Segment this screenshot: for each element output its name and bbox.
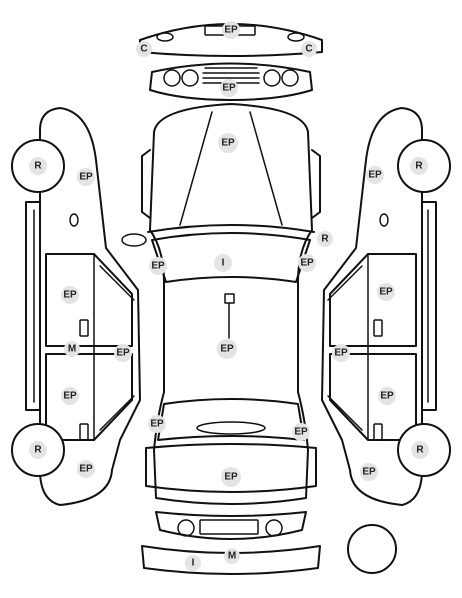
marker-left-rear-wheel-r[interactable]: R [29,441,47,459]
svg-text:EP: EP [362,467,376,478]
svg-text:EP: EP [224,25,238,36]
svg-text:EP: EP [379,287,393,298]
svg-text:EP: EP [294,427,308,438]
svg-text:R: R [34,445,42,456]
marker-left-c-pillar-ep[interactable]: EP [148,415,166,433]
svg-text:R: R [416,445,424,456]
marker-front-bumper-right-c[interactable]: C [301,41,317,57]
marker-left-rear-fender-ep[interactable]: EP [77,460,95,478]
marker-left-front-fender-ep[interactable]: EP [77,168,95,186]
svg-text:C: C [305,44,312,55]
marker-right-rear-wheel-r[interactable]: R [411,441,429,459]
svg-text:EP: EP [79,172,93,183]
svg-text:EP: EP [300,258,314,269]
marker-front-bumper-left-c[interactable]: C [136,41,152,57]
svg-text:EP: EP [116,348,130,359]
spare-tire [347,524,397,574]
svg-text:I: I [192,558,195,569]
marker-left-mirror-m[interactable]: M [64,341,80,357]
car-body-outline [121,103,321,505]
marker-left-front-door-ep[interactable]: EP [61,286,79,304]
marker-front-grille-ep[interactable]: EP [220,79,238,97]
svg-text:R: R [34,161,42,172]
svg-text:EP: EP [151,261,165,272]
marker-rear-bumper-m[interactable]: M [224,548,240,564]
svg-text:EP: EP [368,170,382,181]
svg-text:EP: EP [63,290,77,301]
svg-text:EP: EP [334,348,348,359]
marker-hood-ep[interactable]: EP [218,133,238,153]
marker-windshield-i[interactable]: I [214,254,232,272]
marker-rear-bumper-i[interactable]: I [185,555,201,571]
svg-text:I: I [222,258,225,269]
svg-text:EP: EP [222,83,236,94]
svg-text:M: M [68,344,76,355]
marker-right-front-door-ep[interactable]: EP [377,283,395,301]
svg-text:EP: EP [63,391,77,402]
right-side-view [321,107,451,506]
marker-right-b-pillar-ep[interactable]: EP [332,344,350,362]
marker-right-a-pillar-ep[interactable]: EP [298,254,316,272]
svg-text:EP: EP [220,344,234,355]
svg-text:C: C [140,44,147,55]
svg-text:M: M [228,551,236,562]
svg-text:EP: EP [150,419,164,430]
svg-text:EP: EP [79,464,93,475]
marker-left-rear-door-ep[interactable]: EP [61,387,79,405]
marker-right-front-wheel-r[interactable]: R [410,157,428,175]
front-grille [149,62,313,101]
svg-text:R: R [415,161,423,172]
marker-left-front-wheel-r[interactable]: R [29,157,47,175]
marker-front-bumper-ep[interactable]: EP [222,21,240,39]
marker-right-c-pillar-ep[interactable]: EP [292,423,310,441]
marker-roof-ep[interactable]: EP [217,339,237,359]
svg-text:R: R [321,234,329,245]
marker-right-rear-door-ep[interactable]: EP [378,387,396,405]
svg-text:EP: EP [221,138,235,149]
marker-right-mirror-r[interactable]: R [317,231,333,247]
svg-text:EP: EP [380,391,394,402]
marker-trunk-ep[interactable]: EP [221,467,241,487]
marker-left-a-pillar-ep[interactable]: EP [149,257,167,275]
marker-right-rear-fender-ep[interactable]: EP [360,463,378,481]
rear-bumper [141,511,321,575]
svg-text:EP: EP [224,472,238,483]
marker-left-b-pillar-ep[interactable]: EP [114,344,132,362]
marker-right-front-fender-ep[interactable]: EP [366,166,384,184]
